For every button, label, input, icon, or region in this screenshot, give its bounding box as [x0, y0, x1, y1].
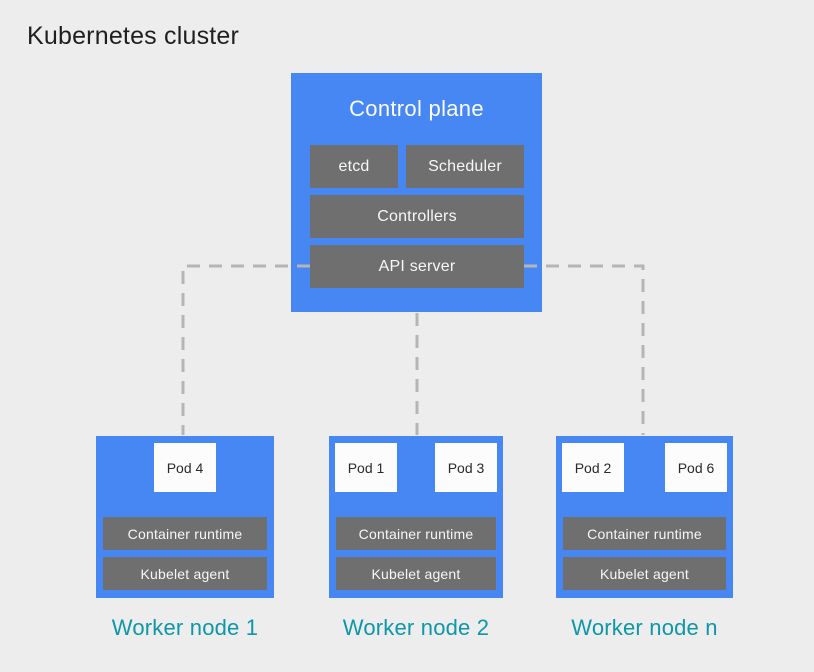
worker-node-1-box: Pod 4 Container runtime Kubelet agent: [96, 436, 274, 598]
worker-node-1-pods: Pod 4: [102, 443, 268, 492]
pod-box: Pod 4: [154, 443, 216, 492]
pod-box: Pod 6: [665, 443, 727, 492]
worker-node-2-pods: Pod 1 Pod 3: [335, 443, 497, 492]
container-runtime-box: Container runtime: [336, 517, 496, 550]
control-plane-title: Control plane: [349, 96, 484, 121]
pod-box: Pod 2: [562, 443, 624, 492]
worker-node-n-box: Pod 2 Pod 6 Container runtime Kubelet ag…: [556, 436, 733, 598]
pod-box: Pod 3: [435, 443, 497, 492]
controllers-box: Controllers: [310, 195, 524, 238]
kubelet-agent-box: Kubelet agent: [563, 557, 726, 590]
container-runtime-box: Container runtime: [103, 517, 267, 550]
worker-node-2-label: Worker node 2: [342, 615, 490, 640]
kubelet-agent-box: Kubelet agent: [336, 557, 496, 590]
control-plane-components: etcd Scheduler Controllers API server: [310, 145, 524, 288]
worker-node-n-pods: Pod 2 Pod 6: [562, 443, 727, 492]
container-runtime-box: Container runtime: [563, 517, 726, 550]
worker-node-1-label: Worker node 1: [111, 615, 259, 640]
control-plane-box: Control plane etcd Scheduler Controllers…: [291, 73, 542, 312]
diagram-title: Kubernetes cluster: [27, 22, 240, 50]
worker-node-n-label: Worker node n: [571, 615, 718, 640]
worker-node-2-box: Pod 1 Pod 3 Container runtime Kubelet ag…: [329, 436, 503, 598]
pod-box: Pod 1: [335, 443, 397, 492]
kubelet-agent-box: Kubelet agent: [103, 557, 267, 590]
api-server-box: API server: [310, 245, 524, 288]
scheduler-box: Scheduler: [406, 145, 524, 188]
etcd-box: etcd: [310, 145, 398, 188]
